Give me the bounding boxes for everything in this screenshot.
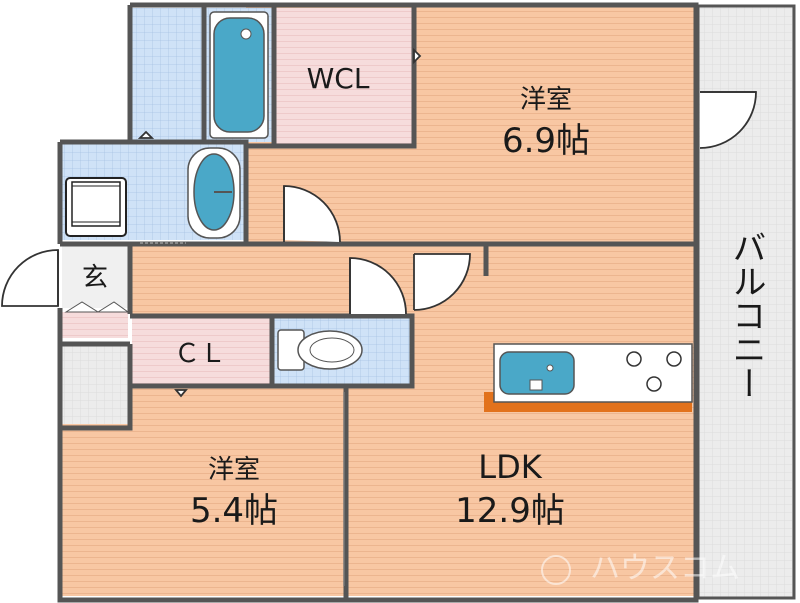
western-room-2-name: 洋室 bbox=[208, 455, 260, 485]
cl-label: ＣＬ bbox=[174, 339, 226, 369]
balcony-label: バルコニー bbox=[726, 230, 766, 400]
washing-machine bbox=[65, 177, 127, 237]
kitchen bbox=[484, 343, 693, 412]
toilet bbox=[277, 329, 363, 371]
room-labels: 洋室 6.9帖 WCL 玄 ＣＬ 洋室 5.4帖 LDK 12.9帖 バルコニー bbox=[82, 62, 766, 531]
western-room-2-size: 5.4帖 bbox=[190, 491, 278, 531]
wcl-label: WCL bbox=[307, 62, 370, 95]
bathtub bbox=[209, 11, 269, 139]
ldk-name: LDK bbox=[478, 448, 542, 486]
western-room-1-size: 6.9帖 bbox=[502, 121, 590, 161]
wash-basin bbox=[140, 147, 241, 244]
watermark-logo: ハウスコム bbox=[541, 551, 740, 586]
ldk-size: 12.9帖 bbox=[455, 491, 565, 531]
walls bbox=[57, 2, 699, 603]
entrance-label: 玄 bbox=[82, 263, 108, 293]
doors bbox=[1, 47, 757, 586]
watermark-text: ハウスコム bbox=[590, 551, 740, 586]
shoe-cabinet bbox=[64, 301, 130, 313]
western-room-1-name: 洋室 bbox=[520, 85, 572, 115]
